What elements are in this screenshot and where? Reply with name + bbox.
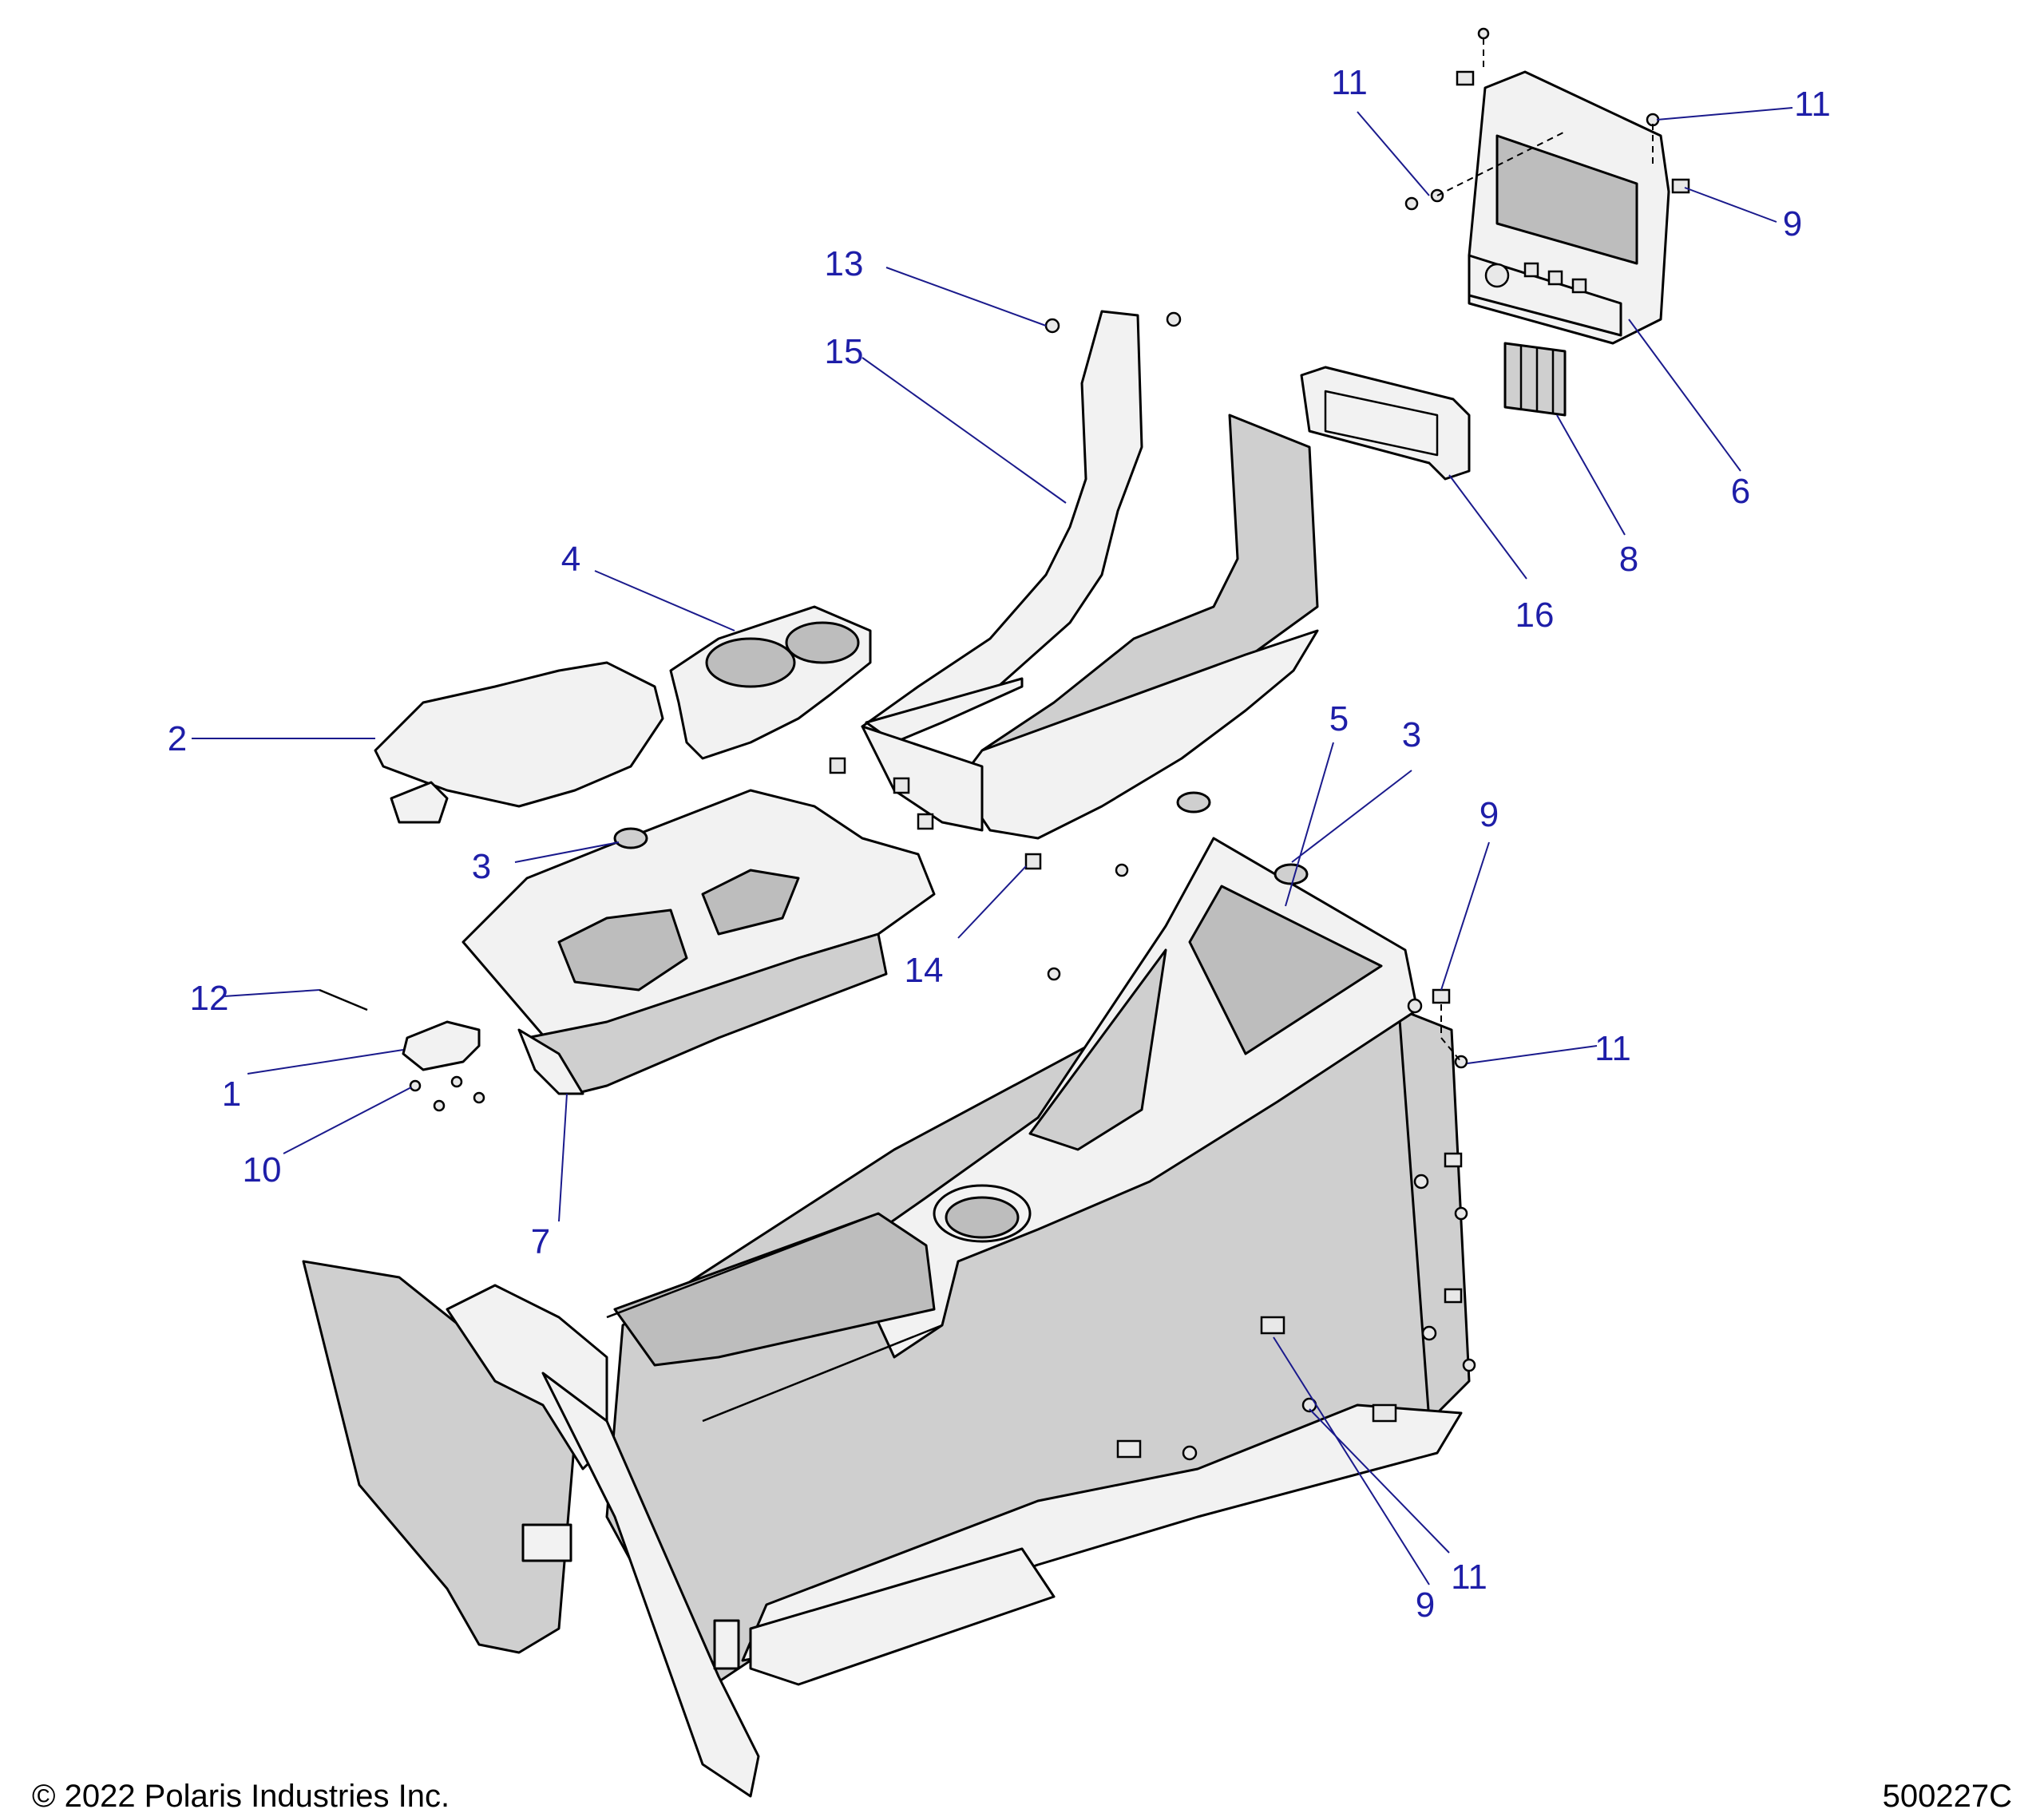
callout-11: 11 — [1594, 1029, 1631, 1068]
callout-3: 3 — [472, 847, 491, 886]
cup-holder-part-4 — [669, 605, 872, 760]
bezel-part-16 — [1300, 366, 1471, 481]
callout-6: 6 — [1731, 472, 1750, 511]
drawing-number: 500227C — [1882, 1779, 2012, 1814]
leader-lines — [192, 107, 1793, 1585]
callout-13: 13 — [825, 244, 864, 283]
callout-1: 1 — [222, 1075, 241, 1114]
console-left-side-panel — [302, 1260, 760, 1798]
armrest-lid-part-2 — [374, 661, 664, 824]
console-body-part-5 — [605, 837, 1471, 1694]
callout-12: 12 — [190, 979, 229, 1018]
callout-labels: 1 2 3 3 4 5 6 7 8 9 9 9 10 11 11 11 11 1… — [168, 63, 1831, 1625]
alignment-lines — [1436, 38, 1654, 1063]
callout-8: 8 — [1619, 540, 1638, 579]
callout-10: 10 — [243, 1150, 282, 1190]
callout-14: 14 — [905, 951, 944, 990]
callout-16: 16 — [1515, 596, 1555, 635]
lower-bin-part-7 — [461, 789, 936, 1095]
switch-panel-part-8 — [1503, 342, 1567, 417]
upper-console-trim — [861, 414, 1319, 840]
callout-15: 15 — [825, 332, 864, 371]
callout-11: 11 — [1331, 63, 1368, 102]
callout-11: 11 — [1451, 1558, 1487, 1597]
copyright-notice: © 2022 Polaris Industries Inc. — [32, 1779, 450, 1814]
callout-4: 4 — [561, 540, 580, 579]
bracket-part-1 — [402, 1020, 481, 1071]
dash-panel-part-6 — [1468, 70, 1670, 345]
fasteners — [319, 27, 1690, 1372]
callout-9: 9 — [1783, 204, 1802, 243]
callout-11: 11 — [1794, 85, 1831, 124]
callout-2: 2 — [168, 719, 187, 758]
callout-9: 9 — [1416, 1585, 1435, 1625]
callout-3: 3 — [1402, 715, 1421, 754]
callout-9: 9 — [1480, 795, 1499, 834]
callout-7: 7 — [531, 1222, 550, 1261]
callout-5: 5 — [1329, 699, 1349, 738]
